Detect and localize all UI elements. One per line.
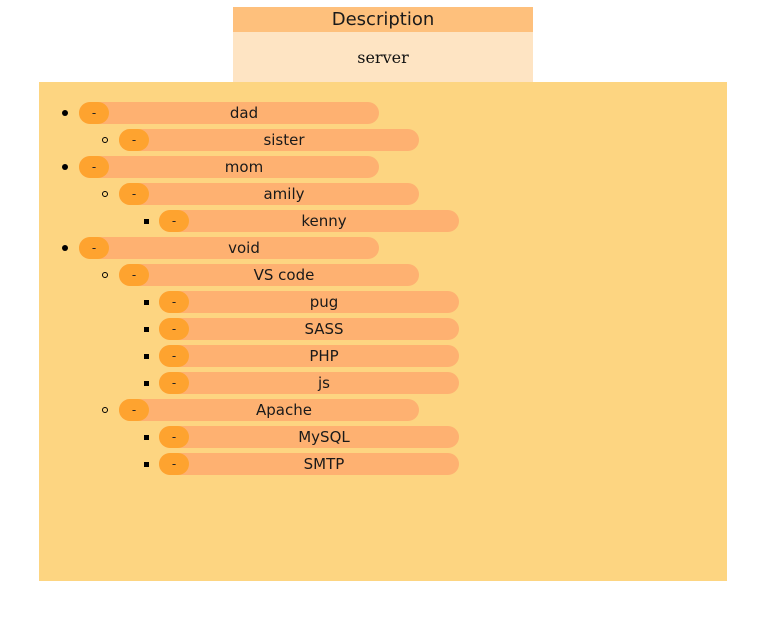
- square-bullet-icon: [144, 354, 149, 359]
- tree-node-label: SASS: [304, 320, 344, 338]
- tree-node-label: VS code: [253, 266, 315, 284]
- tree-node-label: mom: [224, 158, 264, 176]
- tree-node: - SMTP: [159, 453, 459, 475]
- tree-item: - SMTP: [39, 453, 727, 480]
- square-bullet-icon: [144, 300, 149, 305]
- tree-node: - sister: [119, 129, 419, 151]
- collapse-toggle-button[interactable]: -: [119, 129, 149, 151]
- description-value: server: [357, 48, 409, 67]
- square-bullet-icon: [144, 219, 149, 224]
- tree-node: - PHP: [159, 345, 459, 367]
- circle-bullet-icon: [102, 272, 108, 278]
- square-bullet-icon: [144, 462, 149, 467]
- tree-node: - MySQL: [159, 426, 459, 448]
- circle-bullet-icon: [102, 407, 108, 413]
- tree-item: - Apache: [39, 399, 727, 426]
- tree-node: - mom: [79, 156, 379, 178]
- tree-node-label: kenny: [301, 212, 347, 230]
- tree-node-label: Apache: [256, 401, 312, 419]
- tree-node-label: sister: [263, 131, 305, 149]
- tree-item: - mom: [39, 156, 727, 183]
- collapse-toggle-button[interactable]: -: [159, 210, 189, 232]
- tree-node: - dad: [79, 102, 379, 124]
- tree-node: - VS code: [119, 264, 419, 286]
- tree-node: - pug: [159, 291, 459, 313]
- collapse-toggle-button[interactable]: -: [159, 345, 189, 367]
- tree-item: - kenny: [39, 210, 727, 237]
- collapse-toggle-button[interactable]: -: [119, 183, 149, 205]
- collapse-toggle-button[interactable]: -: [159, 372, 189, 394]
- tree-node: - SASS: [159, 318, 459, 340]
- collapse-toggle-button[interactable]: -: [159, 291, 189, 313]
- tree-node-label: PHP: [309, 347, 339, 365]
- description-header: Description: [233, 7, 533, 32]
- tree-node-label: dad: [229, 104, 259, 122]
- tree-node: - amily: [119, 183, 419, 205]
- tree-node: - void: [79, 237, 379, 259]
- collapse-toggle-button[interactable]: -: [159, 453, 189, 475]
- disc-bullet-icon: [62, 110, 68, 116]
- collapse-toggle-button[interactable]: -: [79, 156, 109, 178]
- tree-item: - dad: [39, 102, 727, 129]
- collapse-toggle-button[interactable]: -: [119, 264, 149, 286]
- tree-node: - Apache: [119, 399, 419, 421]
- tree-item: - MySQL: [39, 426, 727, 453]
- tree-node-label: MySQL: [298, 428, 350, 446]
- square-bullet-icon: [144, 435, 149, 440]
- tree-panel: - dad - sister - mom - amily - kenny - void - VS code…: [39, 82, 727, 581]
- tree-item: - js: [39, 372, 727, 399]
- tree-item: - pug: [39, 291, 727, 318]
- collapse-toggle-button[interactable]: -: [159, 318, 189, 340]
- collapse-toggle-button[interactable]: -: [79, 237, 109, 259]
- tree-node-label: amily: [263, 185, 305, 203]
- collapse-toggle-button[interactable]: -: [79, 102, 109, 124]
- description-card: Description server: [233, 7, 533, 82]
- tree-list: - dad - sister - mom - amily - kenny - void - VS code…: [39, 102, 727, 480]
- tree-item: - PHP: [39, 345, 727, 372]
- square-bullet-icon: [144, 327, 149, 332]
- disc-bullet-icon: [62, 245, 68, 251]
- circle-bullet-icon: [102, 137, 108, 143]
- tree-node: - kenny: [159, 210, 459, 232]
- disc-bullet-icon: [62, 164, 68, 170]
- square-bullet-icon: [144, 381, 149, 386]
- circle-bullet-icon: [102, 191, 108, 197]
- collapse-toggle-button[interactable]: -: [119, 399, 149, 421]
- collapse-toggle-button[interactable]: -: [159, 426, 189, 448]
- tree-node-label: js: [318, 374, 330, 392]
- tree-item: - amily: [39, 183, 727, 210]
- tree-node: - js: [159, 372, 459, 394]
- tree-node-label: void: [228, 239, 260, 257]
- tree-item: - VS code: [39, 264, 727, 291]
- tree-item: - sister: [39, 129, 727, 156]
- tree-node-label: pug: [309, 293, 339, 311]
- tree-item: - SASS: [39, 318, 727, 345]
- tree-node-label: SMTP: [303, 455, 345, 473]
- tree-item: - void: [39, 237, 727, 264]
